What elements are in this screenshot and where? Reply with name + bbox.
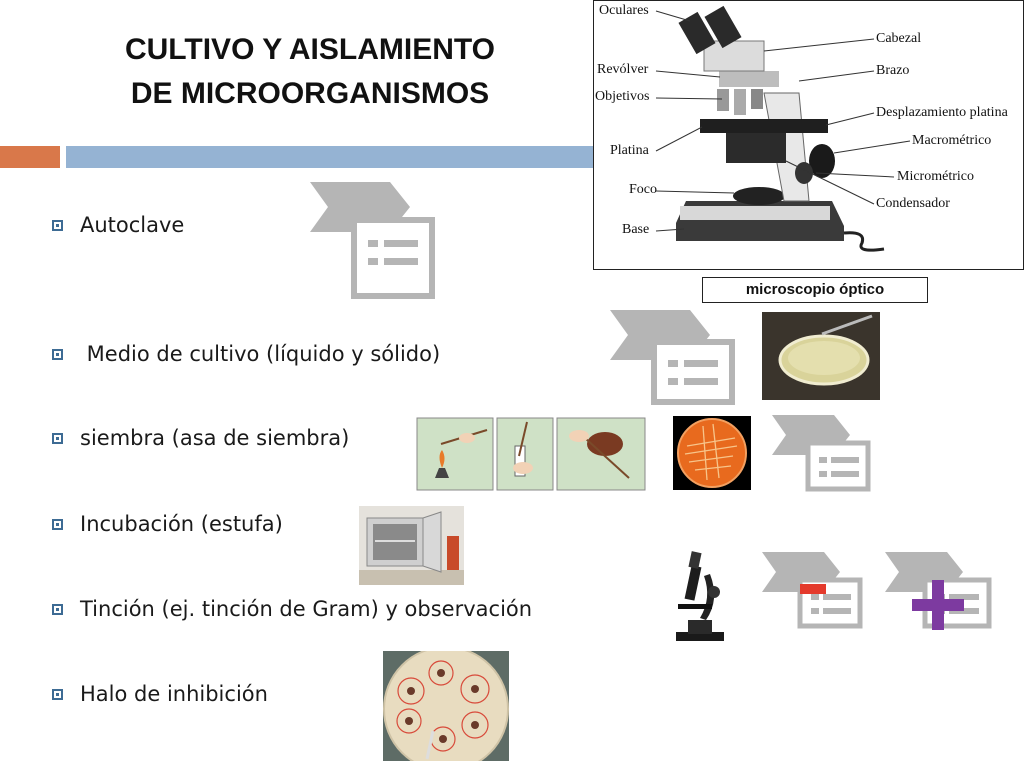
bullet-square-icon (52, 348, 63, 360)
label-platina: Platina (610, 143, 649, 158)
bullet-text: Halo de inhibición (80, 682, 268, 706)
slide-title: CULTIVO Y AISLAMIENTO DE MICROORGANISMOS (60, 28, 560, 116)
bullet-siembra: siembra (asa de siembra) (52, 424, 672, 452)
minus-sign-icon (800, 584, 826, 594)
title-line-2: DE MICROORGANISMOS (130, 77, 490, 110)
title-line-1: CULTIVO Y AISLAMIENTO (124, 33, 496, 66)
incubator-photo (359, 506, 464, 585)
label-foco: Foco (629, 182, 657, 197)
microscope-icon (670, 548, 728, 644)
bullet-medio-cultivo: Medio de cultivo (líquido y sólido) (52, 340, 672, 368)
label-revolver: Revólver (597, 62, 649, 77)
label-macrometrico: Macrométrico (912, 133, 992, 148)
label-oculares: Oculares (599, 3, 649, 18)
accent-bar-orange (0, 146, 60, 168)
bullet-text: siembra (asa de siembra) (80, 426, 350, 450)
label-micrometrico: Micrométrico (897, 169, 974, 184)
petri-dish-photo (762, 312, 880, 400)
bullet-text: Tinción (ej. tinción de Gram) y observac… (80, 597, 533, 621)
label-base: Base (622, 222, 650, 237)
microscope-diagram: Oculares Revólver Objetivos Platina Foco… (593, 0, 1024, 270)
streak-plate-photo (673, 416, 751, 490)
bullet-text: Medio de cultivo (líquido y sólido) (80, 342, 441, 366)
picture-placeholder-icon[interactable] (772, 415, 872, 493)
microscope-drawing (655, 5, 911, 252)
label-cabezal: Cabezal (876, 31, 922, 46)
bullet-text: Autoclave (80, 213, 185, 237)
label-desplazamiento-platina: Desplazamiento platina (876, 105, 1008, 120)
label-condensador: Condensador (876, 196, 950, 211)
bullet-text: Incubación (estufa) (80, 512, 283, 536)
bullet-incubacion: Incubación (estufa) (52, 510, 672, 538)
picture-placeholder-icon[interactable] (310, 182, 435, 300)
bullet-autoclave: Autoclave (52, 211, 672, 239)
bullet-tincion: Tinción (ej. tinción de Gram) y observac… (52, 595, 672, 623)
picture-placeholder-icon[interactable] (762, 552, 864, 630)
bullet-square-icon (52, 518, 63, 530)
bullet-square-icon (52, 432, 63, 444)
bullet-square-icon (52, 688, 63, 700)
plus-sign-icon (912, 580, 964, 630)
microscope-caption: microscopio óptico (702, 277, 928, 303)
label-objetivos: Objetivos (595, 89, 650, 104)
inhibition-halo-photo (383, 651, 509, 761)
bullet-square-icon (52, 603, 63, 615)
label-brazo: Brazo (876, 63, 910, 78)
bullet-halo-inhibicion: Halo de inhibición (52, 680, 672, 708)
accent-bar-blue (66, 146, 606, 168)
picture-placeholder-icon[interactable] (610, 310, 735, 405)
bullet-square-icon (52, 219, 63, 231)
siembra-sequence-photo (415, 416, 647, 496)
